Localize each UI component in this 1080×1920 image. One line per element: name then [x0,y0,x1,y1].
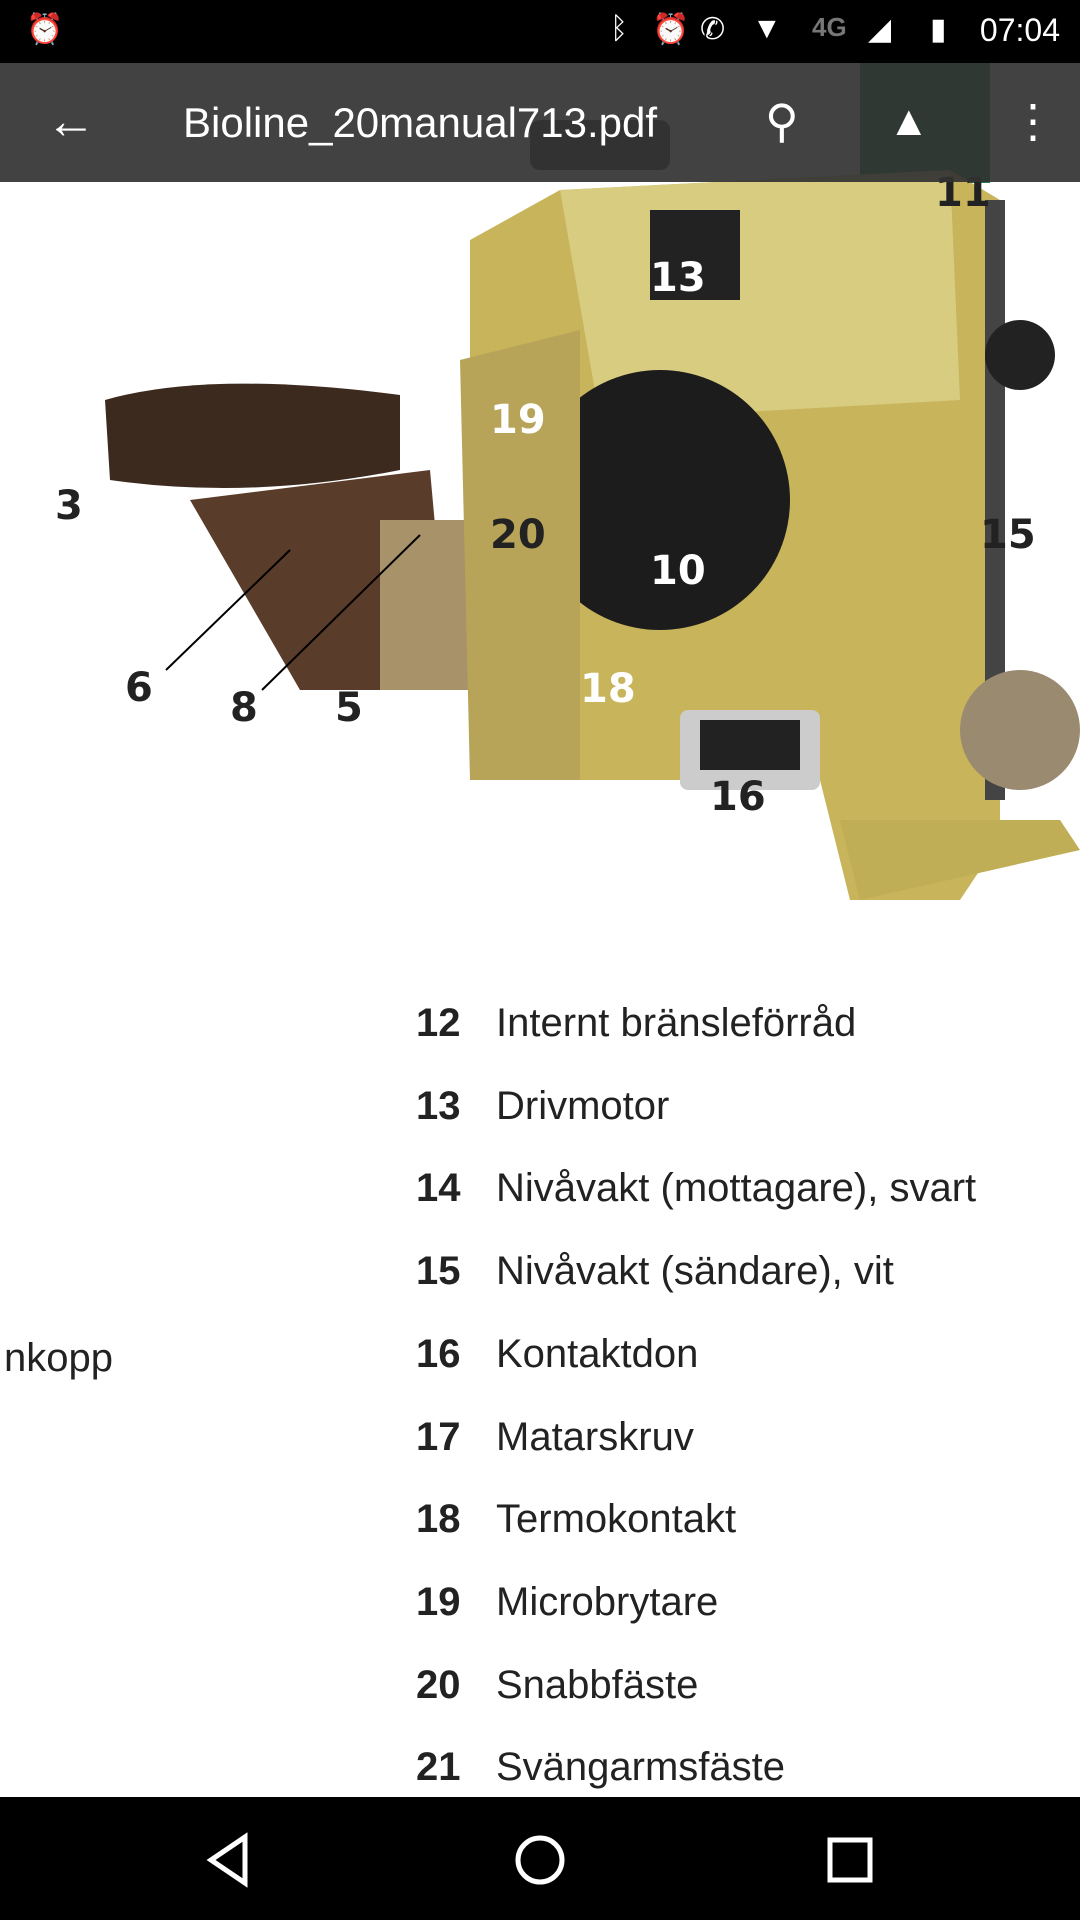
callout-3: 3 [55,483,83,529]
part-number: 12 [416,1001,461,1045]
wifi-icon: ▼ [752,12,782,45]
navigation-bar [0,1797,1080,1920]
alarm-icon: ⏰ [652,13,690,46]
callout-18: 18 [580,666,636,712]
callout-15: 15 [980,512,1036,558]
burner-photo [105,63,1080,900]
part-label: Nivåvakt (sändare), vit [496,1249,894,1294]
callout-20: 20 [490,512,546,558]
part-number: 19 [416,1579,461,1624]
part-label: Snabbfäste [496,1662,699,1707]
part-label: Termokontakt [496,1497,737,1542]
part-number: 16 [416,1331,461,1376]
callout-19: 19 [490,397,546,443]
part-number: 17 [416,1414,461,1459]
part-number: 14 [416,1166,461,1211]
signal-icon: ◢ [868,13,892,46]
search-icon[interactable]: ⚲ [765,95,799,147]
app-toolbar: ← Bioline_20manual713.pdf ⚲ ▲ ⋮ [0,63,1080,182]
status-bar: ⏰ ᛒ ⏰ ✆ ▼ 4G ◢ ▮ 07:04 [0,0,1080,63]
recents-nav-icon[interactable] [815,1825,885,1895]
part-label: Kontaktdon [496,1331,699,1376]
part-label: Svängarmsfäste [496,1745,786,1790]
callout-8: 8 [230,685,258,731]
callout-16: 16 [710,774,766,820]
left-column-fragment: nkopp [4,1336,113,1380]
bluetooth-icon: ᛒ [610,12,628,45]
document-title: Bioline_20manual713.pdf [183,99,658,146]
part-label: Microbrytare [496,1579,719,1624]
callout-13: 13 [650,255,706,301]
part-label: Nivåvakt (mottagare), svart [496,1166,977,1211]
drive-add-icon[interactable]: ▲ [888,97,930,144]
part-label: Drivmotor [496,1083,670,1128]
callout-6: 6 [125,665,153,711]
network-type: 4G [812,12,847,42]
alarm-icon: ⏰ [26,13,64,46]
pdf-page[interactable]: 11 13 19 3 20 10 15 6 8 5 18 16 nkopp 12… [0,0,1080,1797]
part-number: 13 [416,1083,461,1128]
arrow-back-icon[interactable]: ← [46,93,96,149]
clock: 07:04 [979,12,1060,48]
battery-icon: ▮ [930,13,947,46]
part-label: Internt bränsleförråd [496,1001,857,1045]
back-nav-icon[interactable] [195,1825,265,1895]
volte-call-icon: ✆ [700,13,726,46]
part-label: Matarskruv [496,1414,694,1459]
home-nav-icon[interactable] [505,1825,575,1895]
callout-10: 10 [650,548,706,594]
part-number: 20 [416,1662,461,1707]
part-number: 15 [416,1249,461,1294]
callout-5: 5 [335,685,363,731]
part-number: 21 [416,1745,461,1790]
more-vert-icon[interactable]: ⋮ [1010,95,1056,147]
part-number: 18 [416,1497,461,1542]
